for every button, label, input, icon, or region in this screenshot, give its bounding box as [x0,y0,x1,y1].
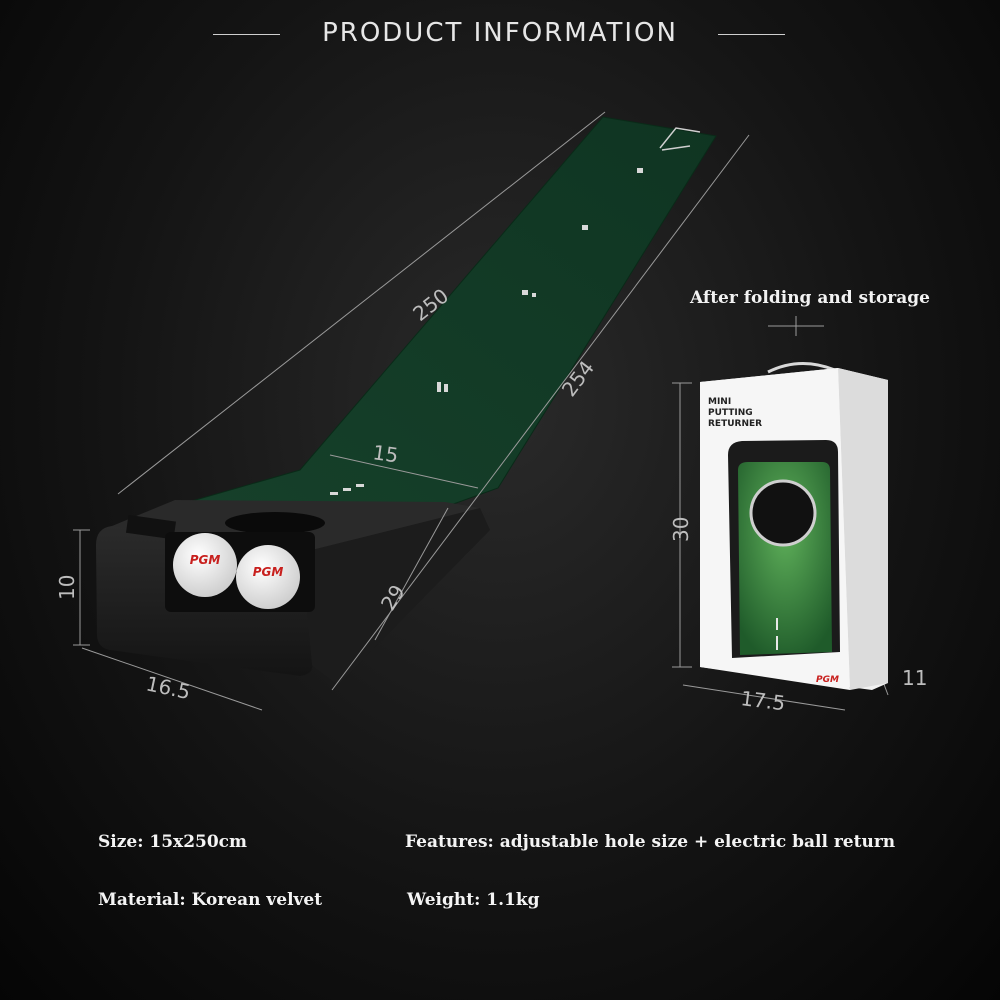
spec-weight: Weight: 1.1kg [407,890,540,910]
dim-base-height: 10 [55,575,79,600]
base-slope [300,508,490,685]
ball-logo: PGM [253,565,284,579]
golf-ball [173,533,237,597]
spec-features: Features: adjustable hole size + electri… [405,832,896,852]
storage-box: MINI PUTTING RETURNER PGM [700,361,888,690]
putting-mat [177,116,717,508]
folding-title: After folding and storage [690,288,930,308]
box-brand-logo: PGM [816,675,839,685]
title-right-rule [718,34,785,35]
golf-ball [236,545,300,609]
box-label-line1: MINI [708,397,731,407]
ball-return-hole [225,512,325,534]
page-title: PRODUCT INFORMATION [322,18,678,48]
box-label-line2: PUTTING [708,408,753,418]
dim-box-height: 30 [669,517,693,542]
base-label [125,514,177,540]
title-left-rule [213,34,280,35]
mat-end-marking [659,127,701,151]
title-row: PRODUCT INFORMATION [0,14,1000,54]
dim-mat-width: 15 [371,440,400,467]
dim-box-depth: 11 [902,666,927,690]
spec-material: Material: Korean velvet [98,890,323,910]
dim-base-width: 16.5 [144,671,193,704]
distance-markers [330,168,643,495]
golf-balls: PGM PGM [173,533,300,609]
dim-box-width: 17.5 [739,686,786,715]
box-label-line3: RETURNER [708,419,762,429]
ball-logo: PGM [190,553,221,567]
spec-size: Size: 15x250cm [98,832,248,852]
box-handle [767,361,836,374]
